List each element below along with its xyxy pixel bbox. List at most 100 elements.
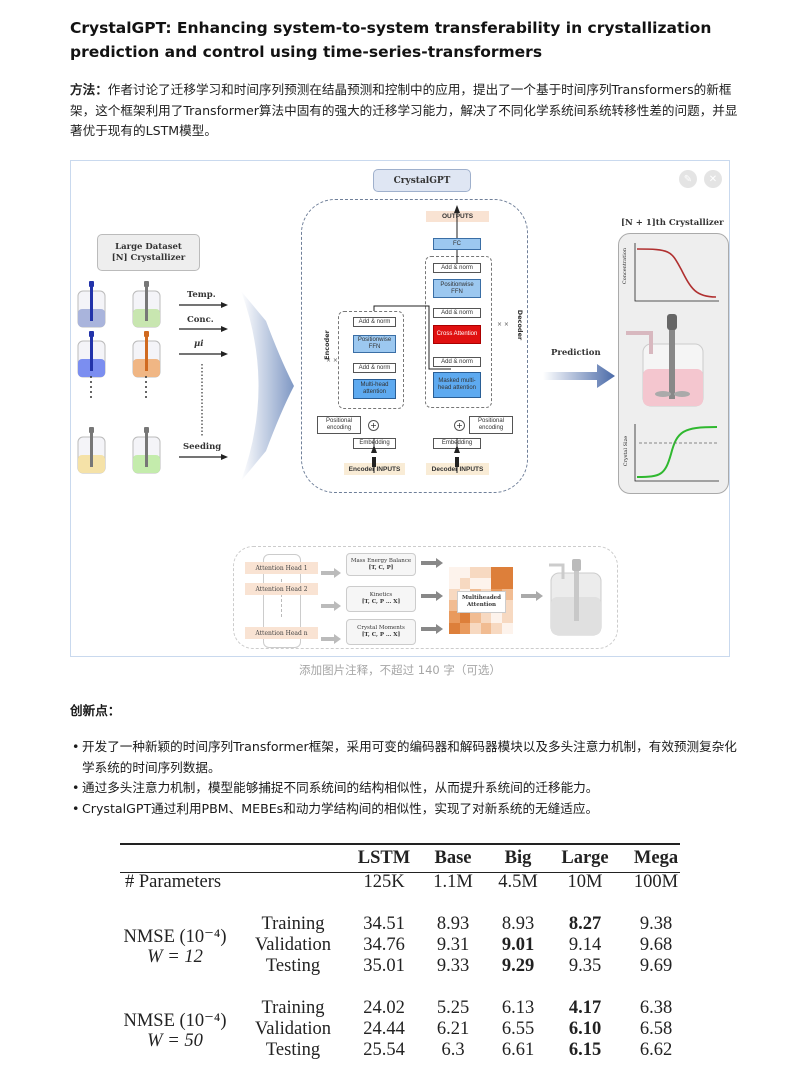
table-cell: 8.93 [501,914,535,934]
table-cell: 1.1M [433,872,473,892]
module-vars: [T, C, P] [368,564,394,571]
close-icon[interactable]: ✕ [704,170,722,188]
next-crystallizer-title: [N + 1]th Crystallizer [621,218,724,228]
table-cell: 6.15 [568,1040,602,1060]
prediction-label: Prediction [551,348,601,358]
table-cell: 6.21 [436,1019,470,1039]
module-name: Crystal Moments [357,625,405,631]
table-cell: 6.3 [441,1040,465,1060]
heatmap-cell [470,611,481,623]
arrow-icon [421,561,437,565]
input-vessels [77,281,228,474]
attention-head-1: Attention Head 1 [245,562,318,574]
table-cell: 6.13 [501,998,535,1018]
heatmap-cell [449,622,460,634]
heatmap-cell [502,567,513,579]
multihead-attention-label: Multiheaded Attention [457,591,506,613]
heatmap-cell [491,578,503,590]
group-window: W = 50 [147,1031,203,1051]
heatmap-cell [449,600,460,612]
table-cell: 9.31 [436,935,470,955]
input-conc: Conc. [187,315,214,325]
innovation-list: 开发了一种新颖的时间序列Transformer框架，采用可变的编码器和解码器模块… [72,737,742,819]
decoder-add-norm-3: Add & norm [433,263,481,273]
heatmap-cell [470,622,481,634]
table-cell: 25.54 [363,1040,405,1060]
table-cell: 9.69 [639,956,673,976]
table-cell: 5.25 [436,998,470,1018]
heatmap-cell [449,567,460,579]
decoder-masked-mha: Masked multi-head attention [433,372,481,398]
heads-dots [281,579,282,617]
vessel-icon [77,427,106,474]
table-cell: 9.14 [568,935,602,955]
heatmap-cell [502,622,513,634]
arrow-icon [421,594,437,598]
group-label: NMSE (10⁻⁴) [123,1011,227,1031]
heatmap-cell [459,578,471,590]
heatmap-cell [480,578,492,590]
table-cell: 34.76 [363,935,405,955]
crystalgpt-container [301,199,528,493]
table-cell: 8.93 [436,914,470,934]
crystalgpt-label: CrystalGPT [373,169,471,192]
input-temp: Temp. [187,290,216,300]
arrow-icon [321,637,335,641]
table-cell: 6.38 [639,998,673,1018]
table-top-rule [120,843,680,845]
heatmap-cell [470,578,481,590]
module-box: Kinetics[T, C, P … X] [346,586,416,612]
table-cell: 35.01 [363,956,405,976]
heatmap-cell [459,611,471,623]
heatmap-cell [459,567,471,579]
decoder-fc: FC [433,238,481,250]
heatmap-cell [480,611,492,623]
table-cell: 6.62 [639,1040,673,1060]
arrow-icon [421,627,437,631]
table-cell: 9.29 [501,956,535,976]
column-header: Base [434,848,472,868]
table-cell: 24.44 [363,1019,405,1039]
encoder-repeat: × × [326,357,338,364]
big-arrow-icon [241,291,294,481]
heatmap-cell [449,578,460,590]
table-cell: 9.38 [639,914,673,934]
table-cell: 9.35 [568,956,602,976]
arrow-icon [521,594,537,598]
table-cell: 125K [363,872,405,892]
figure-image[interactable]: ✎ ✕ CrystalGPT Large Dataset [N] Crystal… [70,160,730,657]
article-title: CrystalGPT: Enhancing system-to-system t… [70,19,712,61]
table-cell: 6.10 [568,1019,602,1039]
crystal-size-axis-label: Crystal Size [623,435,630,467]
column-header: Mega [633,848,679,868]
attention-detail-container [233,546,618,649]
heatmap-cell [502,589,513,601]
split-label: Testing [265,1040,321,1060]
heatmap-cell [502,600,513,612]
module-arrows [321,558,543,644]
method-text: 作者讨论了迁移学习和时间序列预测在结晶预测和控制中的应用，提出了一个基于时间序列… [70,82,738,138]
input-mu: μi [194,339,204,349]
vessel-icon [77,281,106,328]
module-name: Kinetics [369,592,393,598]
table-header-rule [120,872,680,873]
split-label: Training [261,914,325,934]
table-cell: 6.61 [501,1040,535,1060]
module-vars: [T, C, P … X] [361,632,401,638]
group-window: W = 12 [147,947,203,967]
decoder-pos-enc: Positional encoding [469,416,513,434]
decoder-cross-attention: Cross Attention [433,325,481,344]
edit-icon[interactable]: ✎ [679,170,697,188]
split-label: Validation [254,1019,332,1039]
heatmap-cell [480,622,492,634]
split-label: Training [261,998,325,1018]
concentration-axis-label: Concentration [622,247,629,285]
column-header: Big [504,848,532,868]
heatmap-cell [449,589,460,601]
table-cell: 34.51 [363,914,405,934]
image-caption-input[interactable]: 添加图片注释，不超过 140 字（可选） [299,663,501,677]
attention-head-2: Attention Head 2 [245,583,318,595]
heatmap-cell [449,611,460,623]
table-cell: 4.17 [568,998,602,1018]
group-label: NMSE (10⁻⁴) [123,927,227,947]
